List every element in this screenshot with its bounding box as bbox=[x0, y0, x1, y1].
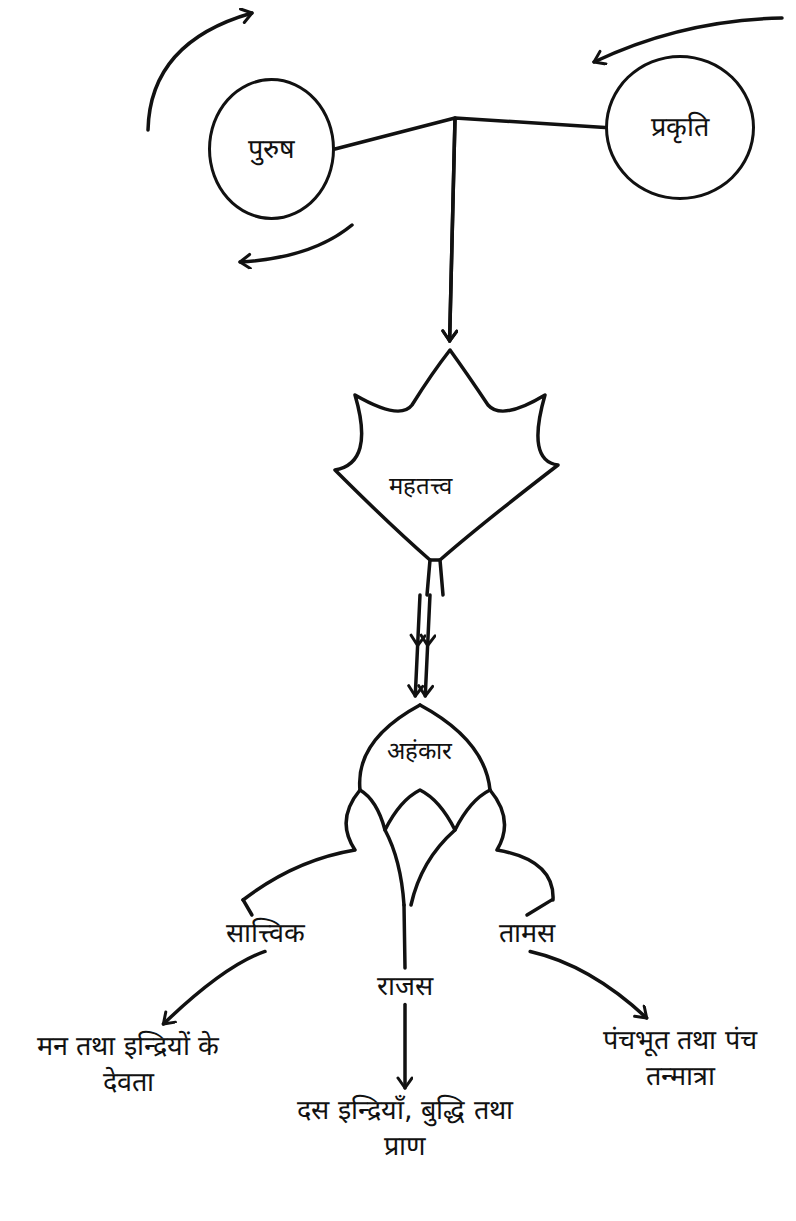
lotus-petal bbox=[490, 790, 553, 900]
node-text: तामस bbox=[495, 915, 559, 951]
guna-label: राजस bbox=[373, 968, 437, 1004]
lotus-petal bbox=[385, 830, 404, 905]
node-text: अहंकार bbox=[257, 735, 582, 767]
lotus-petal bbox=[440, 560, 443, 595]
connector bbox=[335, 118, 455, 341]
lotus-petal bbox=[411, 830, 455, 905]
node-text: महतत्त्व bbox=[305, 470, 535, 502]
node-text: प्रकृति bbox=[651, 109, 709, 145]
connector bbox=[530, 951, 647, 1018]
connector-line bbox=[243, 900, 252, 915]
prakriti-circle: प्रकृति bbox=[605, 55, 755, 200]
connector bbox=[415, 595, 430, 696]
purusha-circle: पुरुष bbox=[208, 78, 335, 220]
node-text: राजस bbox=[373, 968, 437, 1004]
guna-label: सात्त्विक bbox=[222, 915, 309, 951]
connector bbox=[404, 905, 405, 968]
connector-line bbox=[530, 951, 647, 1018]
lotus-node: अहंकार bbox=[235, 700, 560, 905]
node-text: सात्त्विक bbox=[222, 915, 309, 951]
lotus-outline bbox=[235, 700, 560, 905]
cycle-arc bbox=[240, 225, 352, 262]
connector bbox=[163, 951, 265, 1024]
lotus-petal bbox=[360, 790, 490, 830]
connector-line bbox=[415, 595, 420, 696]
connector-line bbox=[404, 905, 405, 968]
lotus-petal bbox=[335, 350, 558, 560]
node-text: पंचभूत तथा पंच तन्मात्रा bbox=[569, 1022, 791, 1095]
node-text: मन तथा इन्द्रियों के देवता bbox=[10, 1028, 246, 1101]
lotus-node: महतत्त्व bbox=[330, 345, 560, 595]
guna-label: तामस bbox=[495, 915, 559, 951]
product-label: दस इन्द्रियाँ, बुद्धि तथा प्राण bbox=[285, 1092, 525, 1165]
connector-line bbox=[403, 1004, 407, 1088]
cycle-arc bbox=[148, 13, 252, 130]
connector-line bbox=[450, 118, 605, 341]
product-label: मन तथा इन्द्रियों के देवता bbox=[10, 1028, 246, 1101]
connector bbox=[527, 900, 552, 915]
connector-line bbox=[425, 595, 430, 696]
connector-line bbox=[163, 951, 265, 1024]
product-label: पंचभूत तथा पंच तन्मात्रा bbox=[569, 1022, 791, 1095]
node-text: दस इन्द्रियाँ, बुद्धि तथा प्राण bbox=[285, 1092, 525, 1165]
connector-line bbox=[527, 900, 552, 915]
lotus-outline bbox=[330, 345, 560, 595]
lotus-petal bbox=[243, 790, 360, 900]
connector bbox=[405, 1004, 406, 1088]
connector bbox=[243, 900, 252, 915]
connector bbox=[450, 118, 605, 341]
connector-line bbox=[335, 118, 455, 341]
node-text: पुरुष bbox=[248, 131, 295, 167]
lotus-petal bbox=[427, 560, 430, 595]
